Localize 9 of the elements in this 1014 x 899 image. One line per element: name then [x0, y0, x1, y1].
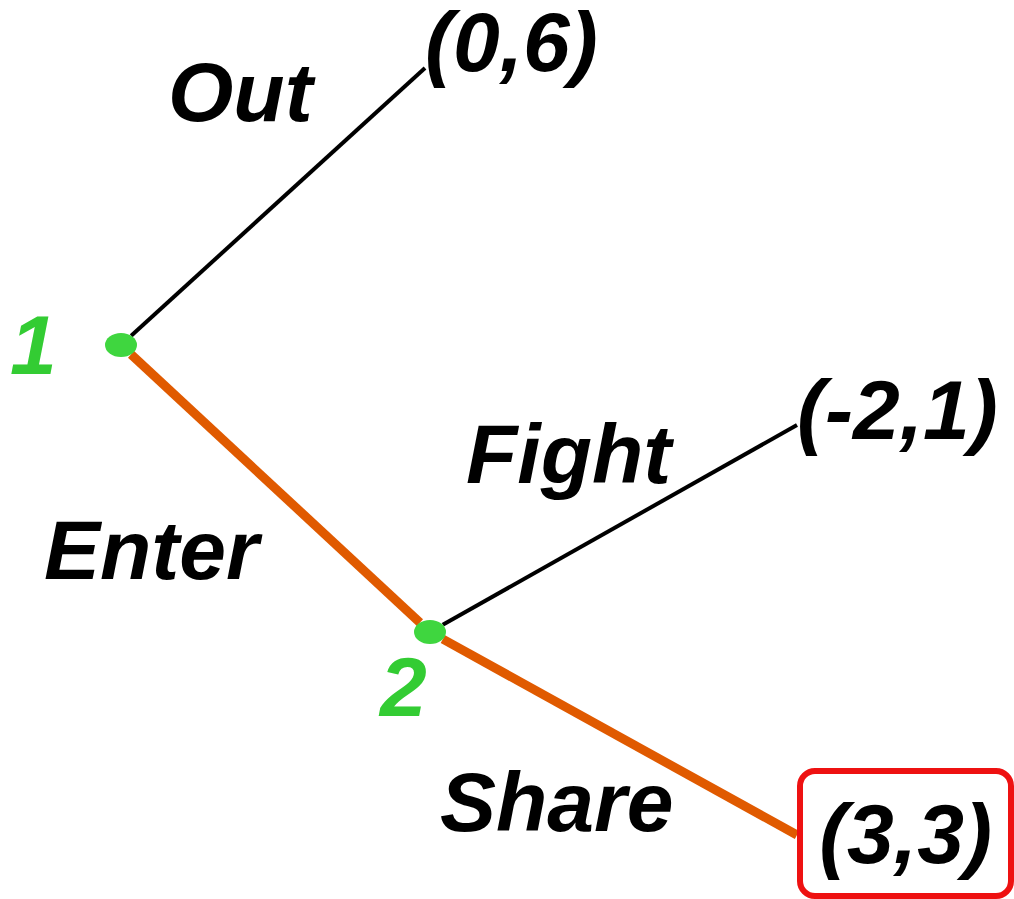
- branch-line: [129, 66, 427, 338]
- node-number: 1: [10, 303, 57, 387]
- edge-label: Share: [440, 760, 674, 844]
- node-number: 2: [380, 645, 427, 729]
- decision-node-dot: [414, 620, 446, 644]
- highlighted-branch: [128, 351, 423, 626]
- highlighted-payoff: (3,3): [797, 768, 1014, 899]
- branch-line: [441, 423, 798, 627]
- decision-node-dot: [105, 333, 137, 357]
